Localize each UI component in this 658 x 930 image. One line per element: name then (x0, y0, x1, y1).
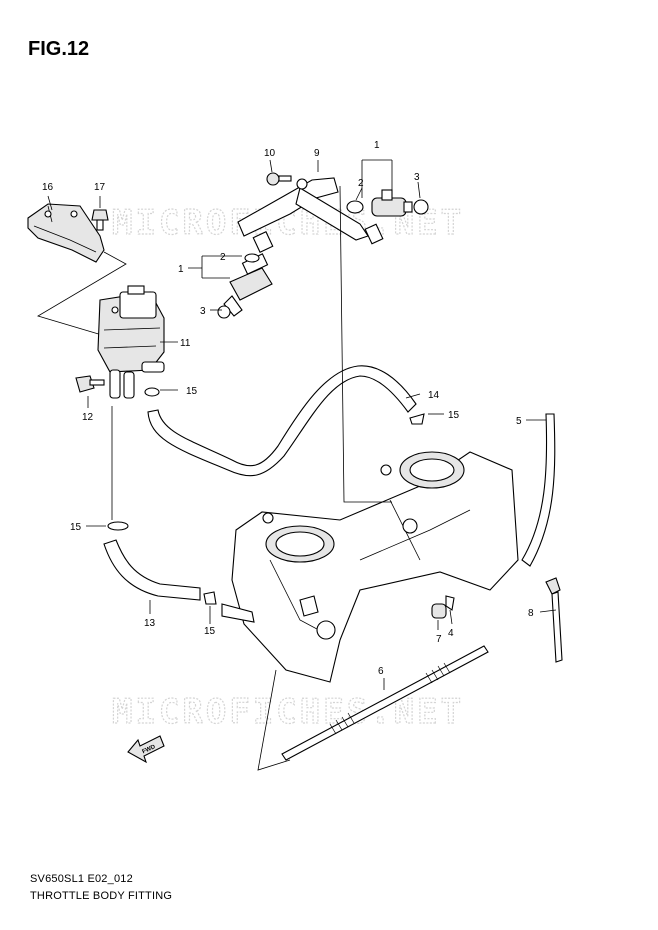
watermark-bottom: MICROFICHES.NET (112, 692, 464, 732)
callout-13: 13 (144, 618, 156, 629)
front-arrow-icon: FWD (127, 735, 165, 764)
hose-part-13 (103, 539, 201, 601)
callout-11: 11 (180, 338, 191, 349)
fuel-delivery-pipe-part-9 (237, 177, 384, 253)
cable-tie-part-8 (545, 577, 563, 663)
callout-15-d: 15 (204, 626, 216, 637)
o-ring-part-15-a (144, 387, 160, 397)
callout-14: 14 (428, 390, 440, 401)
hose-part-14 (147, 365, 417, 477)
hose-part-5 (521, 413, 556, 567)
o-ring-lower-part-2 (244, 253, 260, 263)
bolt-part-12 (75, 375, 105, 393)
diagram-code: SV650SL1 E02_012 (30, 873, 133, 885)
callout-2-upper: 2 (358, 178, 364, 189)
callout-1-lower: 1 (178, 264, 184, 275)
fwd-label: FWD (142, 744, 158, 755)
callout-16: 16 (42, 182, 54, 193)
clip-part-4 (445, 595, 455, 611)
cushion-upper-part-3 (413, 199, 429, 215)
clip-part-15-d (203, 591, 217, 605)
callout-6: 6 (378, 666, 384, 677)
callout-2-lower: 2 (220, 252, 226, 263)
valve-unit-part-11 (97, 285, 165, 399)
callout-3-lower: 3 (200, 306, 206, 317)
cap-part-7 (431, 603, 447, 619)
callout-4: 4 (448, 628, 454, 639)
bracket-part-16 (27, 203, 105, 263)
callout-10: 10 (264, 148, 276, 159)
callout-17: 17 (94, 182, 106, 193)
bolt-part-10 (266, 172, 292, 186)
callout-12: 12 (82, 412, 94, 423)
injector-upper-part-1 (371, 189, 413, 217)
callout-3-upper: 3 (414, 172, 420, 183)
callout-5: 5 (516, 416, 522, 427)
cushion-lower-part-3 (217, 305, 231, 319)
callout-7: 7 (436, 634, 442, 645)
rod-part-6 (281, 645, 489, 761)
diagram-caption: THROTTLE BODY FITTING (30, 890, 173, 902)
clip-part-15-b (409, 413, 425, 425)
callout-1-upper: 1 (374, 140, 380, 151)
callout-15-b: 15 (448, 410, 460, 421)
callout-9: 9 (314, 148, 320, 159)
callout-15-c: 15 (70, 522, 82, 533)
callout-15-a: 15 (186, 386, 198, 397)
o-ring-upper-part-2 (346, 200, 364, 214)
screw-part-17 (91, 209, 109, 231)
o-ring-part-15-c (107, 521, 129, 531)
callout-8: 8 (528, 608, 534, 619)
injector-lower-part-1 (223, 253, 273, 317)
throttle-body-assembly (221, 451, 519, 683)
figure-title: FIG.12 (28, 38, 90, 60)
